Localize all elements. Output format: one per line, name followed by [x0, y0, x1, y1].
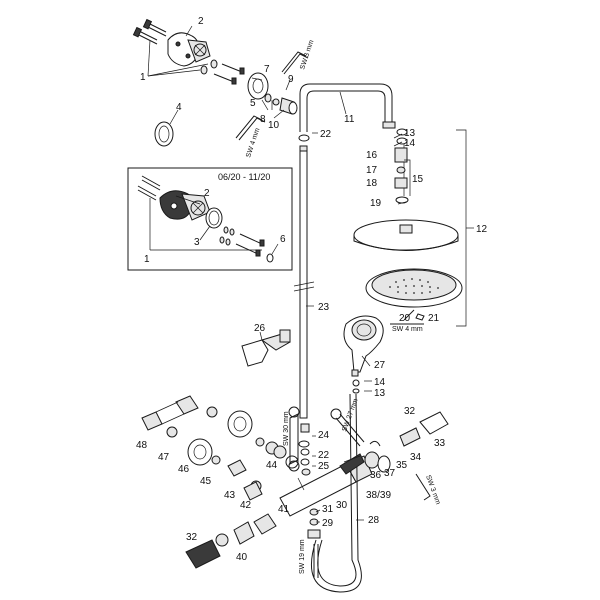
label-21: 21: [428, 313, 440, 324]
label-18: 18: [366, 178, 378, 189]
label-38-39: 38/39: [366, 490, 391, 501]
riser-rail: [293, 134, 315, 448]
center-small-parts: [300, 423, 311, 476]
leader-lines: [306, 91, 407, 523]
label-37: 37: [384, 468, 396, 479]
label-22-top: 22: [320, 129, 332, 140]
label-27: 27: [374, 360, 386, 371]
label-46: 46: [178, 464, 190, 475]
right-valve-parts: [339, 411, 449, 501]
small-parts-top: [200, 59, 245, 85]
wrench-30mm: [288, 406, 300, 472]
label-22-bottom: 22: [318, 450, 330, 461]
cover-disk: [247, 72, 269, 100]
label-25: 25: [318, 461, 330, 472]
label-9: 9: [288, 74, 294, 85]
label-17: 17: [366, 165, 378, 176]
label-20: 20: [399, 313, 411, 324]
wall-mount-assembly-top: [132, 18, 309, 141]
label-31: 31: [322, 504, 334, 515]
label-40: 40: [236, 552, 248, 563]
left-valve-parts: [141, 395, 299, 569]
label-28: 28: [368, 515, 380, 526]
label-12: 12: [476, 224, 488, 235]
pipe-holder: [264, 79, 298, 115]
label-36: 36: [370, 470, 382, 481]
label-13-top: 13: [404, 128, 416, 139]
label-8: 8: [260, 114, 266, 125]
label-41: 41: [278, 504, 290, 515]
mounting-plate: [167, 32, 211, 67]
label-35: 35: [396, 460, 408, 471]
shower-head-plate: [365, 268, 463, 308]
inset-mounting-plate: [159, 190, 211, 221]
label-6: 6: [280, 234, 286, 245]
allen-key-4mm-top: [235, 115, 266, 141]
label-43: 43: [224, 490, 236, 501]
part-number-labels: 1 2 4 7 9 5 8 10 11 22 13 14 16 17 18 15…: [136, 16, 488, 563]
label-1: 1: [140, 72, 146, 83]
label-10: 10: [268, 120, 280, 131]
label-29: 29: [322, 518, 334, 529]
label-2-inset: 2: [204, 188, 210, 199]
inset-small-parts: [219, 226, 274, 263]
label-24: 24: [318, 430, 330, 441]
label-30: 30: [336, 500, 348, 511]
label-26: 26: [254, 323, 266, 334]
label-32-left: 32: [186, 532, 198, 543]
wrench-27mm: [330, 408, 365, 447]
label-45: 45: [200, 476, 212, 487]
label-14-top: 14: [404, 138, 416, 149]
label-47: 47: [158, 452, 170, 463]
label-15: 15: [412, 174, 424, 185]
inset-screws: [137, 175, 161, 201]
tool-label-sw4-mid: SW 4 mm: [392, 326, 423, 333]
label-32-right: 32: [404, 406, 416, 417]
label-16: 16: [366, 150, 378, 161]
inset-box: [127, 167, 293, 271]
label-11: 11: [344, 114, 355, 125]
label-4: 4: [176, 102, 182, 113]
label-14-mid: 14: [374, 377, 386, 388]
tool-label-sw30: SW 30 mm: [283, 411, 290, 446]
overhead-shower: [353, 128, 474, 327]
screw-pair-top: [132, 18, 167, 45]
label-5: 5: [250, 98, 256, 109]
label-34: 34: [410, 452, 422, 463]
set-screw: [403, 309, 425, 321]
inset-date-range: 06/20 - 11/20: [218, 172, 270, 182]
allen-key-3mm-bottom: [415, 473, 431, 501]
label-3: 3: [194, 237, 200, 248]
label-7: 7: [264, 64, 270, 75]
wrench-19mm: [313, 544, 319, 578]
label-44: 44: [266, 460, 278, 471]
allen-key-3mm-top: [281, 51, 309, 75]
label-42: 42: [240, 500, 252, 511]
label-48: 48: [136, 440, 148, 451]
shower-head-cover: [353, 219, 459, 251]
label-19: 19: [370, 198, 382, 209]
inset-oring: [205, 207, 223, 229]
tool-label-sw19: SW 19 mm: [299, 539, 306, 574]
hand-shower-holder: [241, 329, 291, 367]
label-13-mid: 13: [374, 388, 386, 399]
hand-shower: [343, 315, 384, 394]
label-23: 23: [318, 302, 330, 313]
tool-label-sw4-top: SW 4 mm: [245, 127, 261, 159]
label-1-inset: 1: [144, 254, 150, 265]
shower-arm: [299, 83, 396, 132]
loose-ring: [154, 109, 179, 147]
label-2: 2: [198, 16, 204, 27]
label-33: 33: [434, 438, 446, 449]
